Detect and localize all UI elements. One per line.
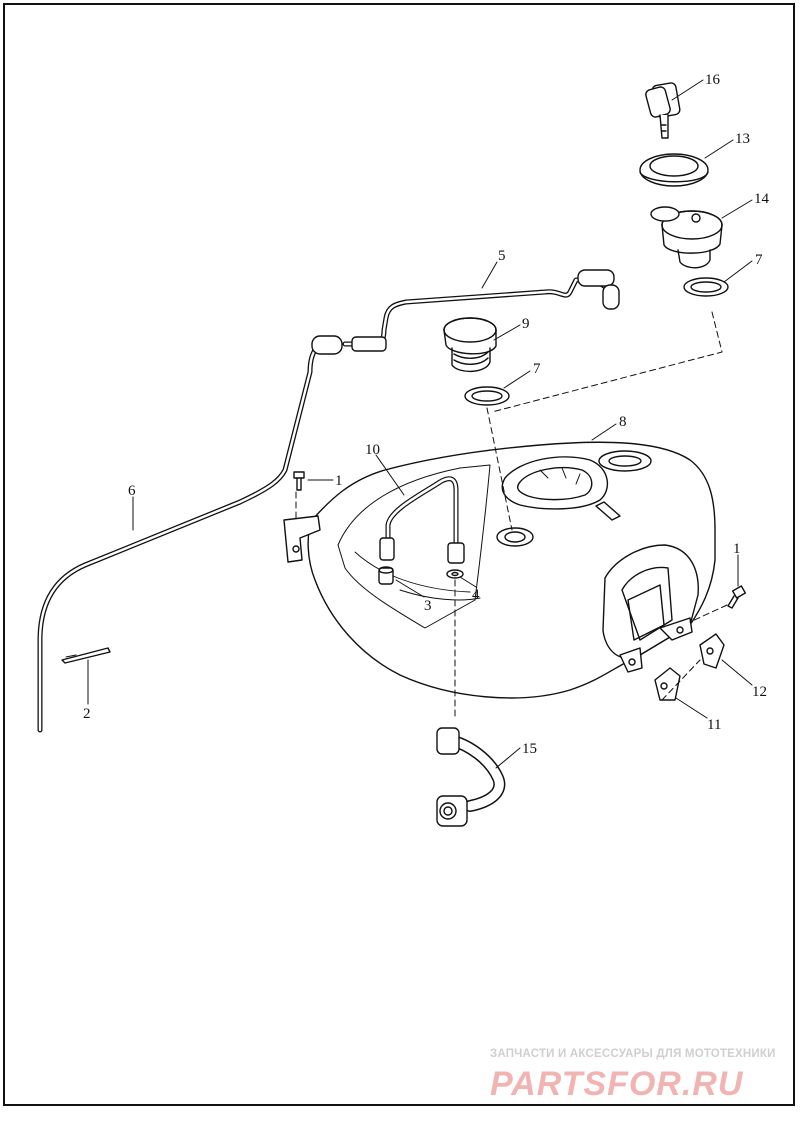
callout-3: 3 (424, 598, 432, 614)
callout-5: 5 (498, 248, 506, 264)
callout-1-rear: 1 (733, 541, 741, 557)
callout-15: 15 (522, 741, 537, 757)
gasket-7-upper (683, 277, 729, 297)
watermark-logo: PARTSFOR.RU (490, 1065, 744, 1103)
watermark-tagline: ЗАПЧАСТИ И АКСЕССУАРЫ ДЛЯ МОТОТЕХНИКИ (490, 1048, 776, 1060)
callout-9: 9 (522, 316, 530, 332)
callout-2: 2 (83, 706, 91, 722)
callout-4: 4 (472, 587, 480, 603)
leader-lines (87, 79, 753, 769)
diagram-frame (3, 3, 795, 1106)
callout-13: 13 (735, 131, 750, 147)
spacer-11 (654, 667, 681, 701)
alignment-lines (295, 311, 728, 721)
callout-1-front: 1 (335, 473, 343, 489)
filler-cap-9 (443, 317, 497, 373)
fuel-tank (283, 441, 716, 699)
vent-line (37, 335, 343, 733)
cable-strap (61, 647, 111, 664)
grommet-4 (446, 569, 464, 579)
internal-fuel-line (379, 476, 465, 564)
callout-labels: 16 13 14 7 5 9 7 8 10 1 6 1 3 4 2 12 11 … (83, 72, 770, 757)
gasket-7-lower (464, 386, 510, 406)
watermark-logo-text: PARTSFOR.RU (490, 1065, 744, 1103)
screw-front (293, 471, 305, 491)
callout-7-lower: 7 (533, 361, 541, 377)
key-16 (645, 82, 681, 139)
callout-14: 14 (754, 191, 770, 207)
cap-bezel-13 (639, 153, 709, 187)
locking-cap-14 (650, 206, 723, 269)
callout-6: 6 (128, 483, 136, 499)
callout-16: 16 (705, 72, 721, 88)
fitting-3 (378, 566, 394, 585)
vent-hose (342, 269, 620, 352)
callout-7-upper: 7 (755, 252, 763, 268)
callout-10: 10 (365, 442, 380, 458)
screw-rear (727, 585, 747, 609)
callout-11: 11 (707, 717, 721, 733)
callout-12: 12 (752, 684, 767, 700)
spacer-12 (699, 633, 725, 669)
callout-8: 8 (619, 414, 627, 430)
fuel-hose-assembly (436, 727, 506, 827)
